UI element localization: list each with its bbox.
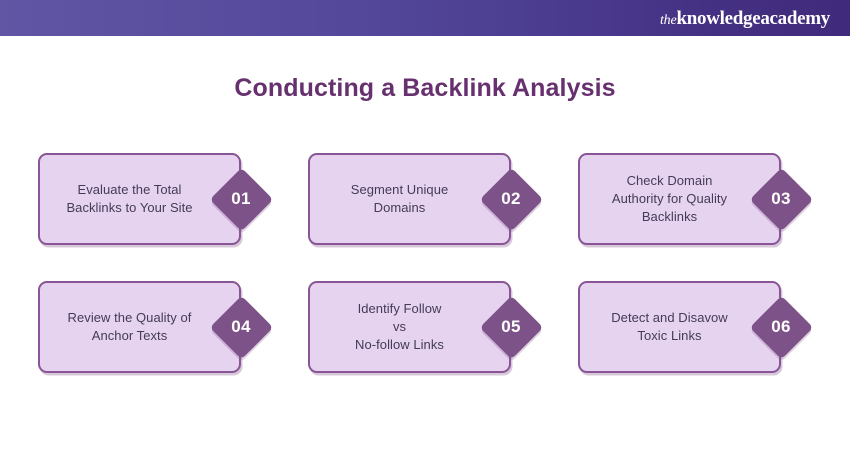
step-card-body[interactable]: Detect and Disavow Toxic Links xyxy=(578,281,781,373)
page-title: Conducting a Backlink Analysis xyxy=(234,74,616,102)
step-label: Segment Unique Domains xyxy=(350,182,449,215)
step-card-02[interactable]: Segment Unique Domains 02 xyxy=(308,153,543,245)
step-number: 03 xyxy=(771,189,791,208)
step-number: 04 xyxy=(231,317,251,336)
steps-grid: Evaluate the Total Backlinks to Your Sit… xyxy=(38,153,813,373)
step-number: 06 xyxy=(771,317,791,336)
brand-logo[interactable]: theknowledgeacademy xyxy=(660,9,830,28)
step-card-04[interactable]: Review the Quality of Anchor Texts 04 xyxy=(38,281,273,373)
step-number: 01 xyxy=(231,189,251,208)
step-card-05[interactable]: Identify Follow vs No-follow Links 05 xyxy=(308,281,543,373)
step-label: Review the Quality of Anchor Texts xyxy=(67,310,192,343)
steps-row-2: Review the Quality of Anchor Texts 04 Id… xyxy=(38,281,813,373)
step-card-body[interactable]: Evaluate the Total Backlinks to Your Sit… xyxy=(38,153,241,245)
step-number: 02 xyxy=(501,189,521,208)
step-card-body[interactable]: Segment Unique Domains xyxy=(308,153,511,245)
step-label: Identify Follow vs No-follow Links xyxy=(355,301,444,352)
step-card-01[interactable]: Evaluate the Total Backlinks to Your Sit… xyxy=(38,153,273,245)
step-card-06[interactable]: Detect and Disavow Toxic Links 06 xyxy=(578,281,813,373)
step-number: 05 xyxy=(501,317,521,336)
step-label: Detect and Disavow Toxic Links xyxy=(611,310,728,343)
step-card-03[interactable]: Check Domain Authority for Quality Backl… xyxy=(578,153,813,245)
steps-row-1: Evaluate the Total Backlinks to Your Sit… xyxy=(38,153,813,245)
step-label: Check Domain Authority for Quality Backl… xyxy=(611,173,728,224)
step-card-body[interactable]: Review the Quality of Anchor Texts xyxy=(38,281,241,373)
step-card-body[interactable]: Identify Follow vs No-follow Links xyxy=(308,281,511,373)
step-label: Evaluate the Total Backlinks to Your Sit… xyxy=(66,182,193,215)
step-card-body[interactable]: Check Domain Authority for Quality Backl… xyxy=(578,153,781,245)
brand-logo-main: knowledgeacademy xyxy=(676,7,830,29)
header-bar: theknowledgeacademy xyxy=(0,0,850,36)
brand-logo-prefix: the xyxy=(659,12,677,28)
